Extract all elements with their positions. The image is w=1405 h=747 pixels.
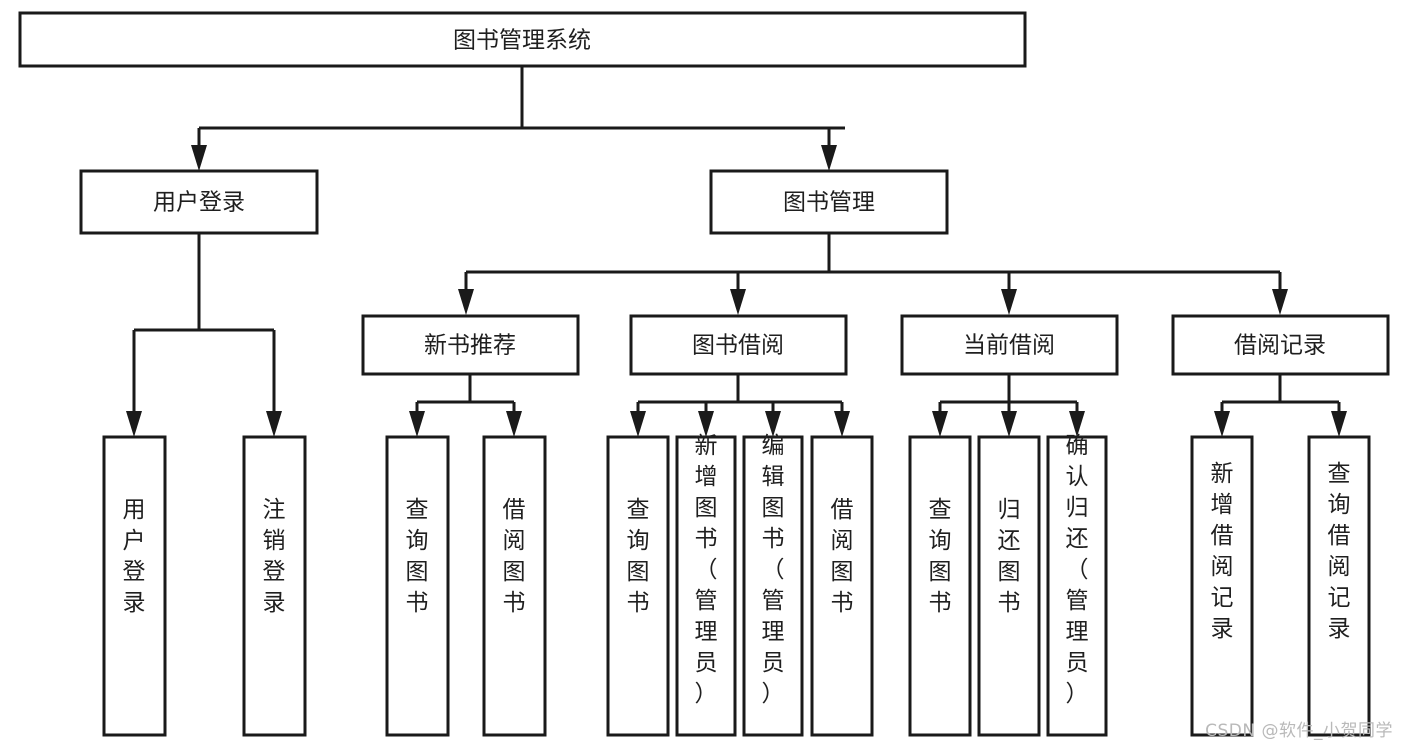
leaf-box [606,435,670,737]
node-borrow-record[interactable]: 借阅记录 [1171,314,1390,376]
node-borrow-record-box [1171,314,1390,376]
connector-root-to-level2 [191,66,845,171]
leaf-box [742,435,804,737]
node-book-borrow-label: 图书借阅 [692,333,784,359]
connector-userlogin-to-leaves [126,233,282,437]
watermark-csdn: CSDN @软件_小贺同学 [1205,721,1393,741]
leaf-label: 借阅图书 [831,497,854,616]
leaf-box [1046,435,1108,737]
leaf-bookborrow-add[interactable]: 新增图书（管理员） [675,433,737,737]
leaf-box [1307,435,1371,737]
leaf-box [977,435,1041,737]
node-book-management-label: 图书管理 [783,190,875,216]
leaf-newbook-query[interactable]: 查询图书 [385,435,450,737]
leaf-box [385,435,450,737]
node-new-book-recommend-label: 新书推荐 [424,333,516,359]
leaf-label: 新增图书（管理员） [695,433,718,707]
leaf-label: 借阅图书 [503,497,526,616]
leaf-label: 查询借阅记录 [1328,461,1351,642]
leaf-label: 查询图书 [406,497,429,616]
leaf-label: 归还图书 [998,497,1021,616]
node-current-borrow[interactable]: 当前借阅 [900,314,1119,376]
leaf-record-query[interactable]: 查询借阅记录 [1307,435,1371,737]
leaf-user-login-login[interactable]: 用户登录 [102,435,167,737]
leaf-currentborrow-query[interactable]: 查询图书 [908,435,972,737]
leaf-record-add[interactable]: 新增借阅记录 [1190,435,1254,737]
node-book-management-box [709,169,949,235]
leaf-bookborrow-borrow[interactable]: 借阅图书 [810,435,874,737]
leaf-bookborrow-edit[interactable]: 编辑图书（管理员） [742,433,804,737]
connector-borrowrecord-to-leaves [1214,374,1347,437]
node-current-borrow-label: 当前借阅 [963,333,1055,359]
leaf-label: 注销登录 [263,497,286,616]
leaf-newbook-borrow[interactable]: 借阅图书 [482,435,547,737]
leaf-user-login-logout[interactable]: 注销登录 [242,435,307,737]
node-borrow-record-label: 借阅记录 [1234,333,1326,359]
leaf-label: 确认归还（管理员） [1066,433,1089,707]
leaf-bookborrow-query[interactable]: 查询图书 [606,435,670,737]
leaf-box [242,435,307,737]
node-new-book-recommend-box [361,314,580,376]
leaf-box [908,435,972,737]
leaf-label: 查询图书 [929,497,952,616]
leaf-currentborrow-confirm[interactable]: 确认归还（管理员） [1046,433,1108,737]
leaf-box [102,435,167,737]
connector-currentborrow-to-leaves [932,374,1085,437]
leaf-currentborrow-return[interactable]: 归还图书 [977,435,1041,737]
node-user-login-label: 用户登录 [153,190,245,216]
node-new-book-recommend[interactable]: 新书推荐 [361,314,580,376]
leaf-box [1190,435,1254,737]
node-book-borrow-box [629,314,848,376]
node-user-login[interactable]: 用户登录 [79,169,319,235]
node-current-borrow-box [900,314,1119,376]
node-book-borrow[interactable]: 图书借阅 [629,314,848,376]
connector-bookborrow-to-leaves [630,374,850,437]
node-user-login-box [79,169,319,235]
leaf-box [810,435,874,737]
node-root-label: 图书管理系统 [453,28,591,54]
connector-newbook-to-leaves [409,374,522,437]
leaf-label: 新增借阅记录 [1211,461,1234,642]
leaf-label: 查询图书 [627,497,650,616]
node-root-box [18,11,1027,68]
leaf-label: 编辑图书（管理员） [762,433,785,707]
leaf-box [482,435,547,737]
node-root-system[interactable]: 图书管理系统 [18,11,1027,68]
connector-bookmgmt-to-level3 [458,233,1288,315]
leaf-box [675,435,737,737]
node-book-management[interactable]: 图书管理 [709,169,949,235]
leaf-label: 用户登录 [123,497,146,616]
